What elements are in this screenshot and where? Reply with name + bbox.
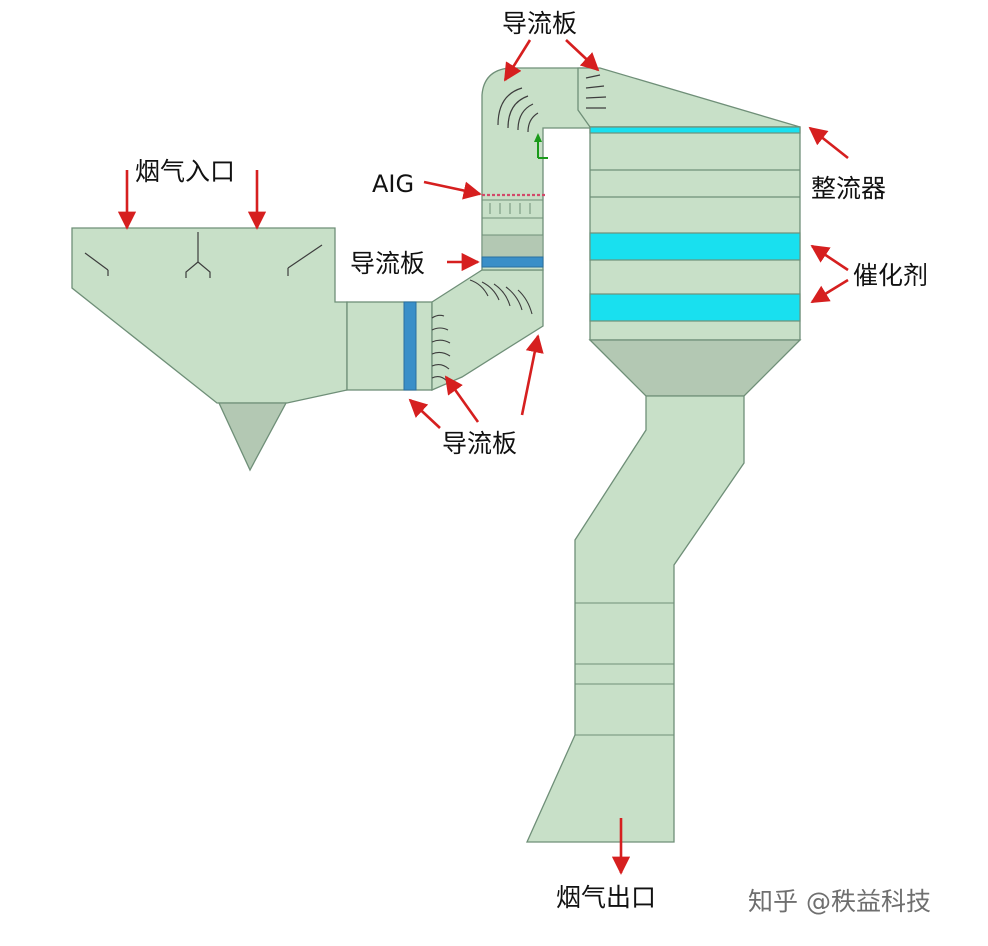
label-flue-gas-outlet: 烟气出口 bbox=[556, 883, 656, 912]
flow-straightener-layer bbox=[589, 126, 801, 134]
chamber-layers bbox=[589, 126, 801, 322]
turning-vanes-diagonal bbox=[469, 279, 533, 315]
label-guide-plate-left: 导流板 bbox=[350, 249, 425, 278]
axis-indicator bbox=[534, 133, 548, 159]
diagonal-duct bbox=[431, 269, 544, 391]
label-guide-plate-bottom: 导流板 bbox=[442, 429, 517, 458]
arrow-guide-bottom-2 bbox=[444, 375, 480, 423]
inlet-hopper bbox=[71, 227, 348, 404]
turning-vanes-top bbox=[585, 74, 607, 109]
arrow-guide-bottom-3 bbox=[520, 334, 544, 416]
annotation-arrows bbox=[117, 39, 849, 875]
arrow-aig bbox=[423, 180, 482, 200]
outlet-duct-bands bbox=[575, 602, 674, 736]
label-flow-straightener: 整流器 bbox=[811, 174, 886, 203]
riser-bands bbox=[481, 199, 544, 268]
outlet-hopper bbox=[588, 339, 802, 397]
top-transition bbox=[577, 67, 801, 128]
turning-vanes-riser bbox=[497, 87, 539, 133]
turning-vanes-duct bbox=[431, 314, 451, 382]
arrow-catalyst-2 bbox=[810, 278, 849, 304]
duct-blue-plate bbox=[403, 301, 417, 391]
label-aig: AIG bbox=[372, 170, 414, 198]
inlet-deflectors bbox=[84, 232, 323, 278]
arrow-catalyst-1 bbox=[810, 244, 849, 272]
ash-cone bbox=[217, 402, 288, 472]
watermark: 知乎 @秩益科技 bbox=[748, 887, 931, 916]
arrow-guide-bottom-1 bbox=[408, 398, 441, 429]
horizontal-duct bbox=[346, 301, 433, 391]
label-guide-plate-top: 导流板 bbox=[502, 9, 577, 38]
label-flue-gas-inlet: 烟气入口 bbox=[135, 157, 235, 186]
arrow-guide-top-2 bbox=[565, 39, 600, 72]
arrow-guide-top-1 bbox=[503, 39, 532, 82]
riser-duct bbox=[481, 67, 593, 271]
arrow-straightener bbox=[808, 126, 849, 160]
outlet-duct bbox=[525, 395, 745, 843]
catalyst-layer-2 bbox=[589, 293, 801, 322]
riser-blue-plate bbox=[481, 256, 544, 268]
label-catalyst: 催化剂 bbox=[853, 261, 928, 290]
catalyst-layer-1 bbox=[589, 232, 801, 261]
